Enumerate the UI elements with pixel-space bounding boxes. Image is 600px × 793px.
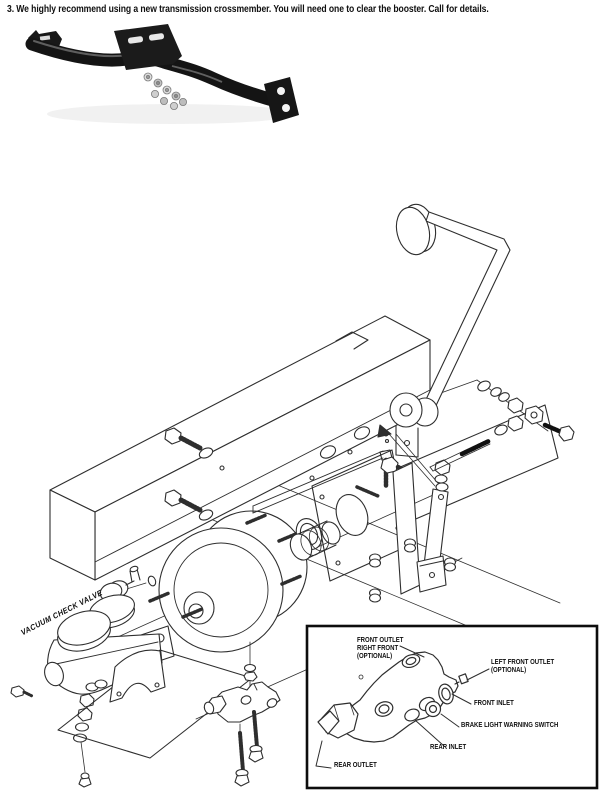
mount-hardware-column xyxy=(72,679,108,788)
booster-studs xyxy=(148,513,303,619)
pedal-support-strap xyxy=(416,459,451,593)
step-note: 3. We highly recommend using a new trans… xyxy=(7,4,489,15)
label-left-front-outlet: LEFT FRONT OUTLET (OPTIONAL) xyxy=(491,659,555,674)
tube-highlight xyxy=(33,40,129,58)
label-rear-outlet: REAR OUTLET xyxy=(334,762,377,769)
booster-front-shell xyxy=(158,527,284,653)
label-front-inlet: FRONT INLET xyxy=(474,700,514,707)
booster-spacer xyxy=(289,520,341,561)
pedal-pivot-drum xyxy=(389,392,423,428)
crossmember-right-plate xyxy=(264,77,299,123)
crossmember-hardware xyxy=(143,72,187,111)
brake-booster xyxy=(99,510,341,653)
combination-valve xyxy=(203,641,281,787)
photo-shadow xyxy=(47,104,297,124)
label-front-outlet: FRONT OUTLET RIGHT FRONT (OPTIONAL) xyxy=(357,637,404,660)
firewall-bracket-plates xyxy=(368,404,559,603)
label-brake-light-warning-switch: BRAKE LIGHT WARNING SWITCH xyxy=(461,722,559,729)
master-cylinder-snout xyxy=(44,661,64,687)
inset-detail-box xyxy=(305,624,599,790)
crossmember-photo xyxy=(25,24,299,124)
frame-rail xyxy=(49,315,431,581)
label-rear-inlet: REAR INLET xyxy=(430,744,467,751)
pointer-arrow xyxy=(377,424,392,438)
plate-nuts xyxy=(368,538,457,603)
booster-u-bracket xyxy=(109,649,166,703)
pivot-hardware xyxy=(429,380,575,472)
left-mounting-bolts xyxy=(164,427,393,521)
pedal-pad xyxy=(395,206,431,256)
valve-mounting-bolts xyxy=(234,710,264,787)
master-cylinder xyxy=(10,594,175,788)
inset-leader-lines xyxy=(315,645,490,769)
crossmember-center-bracket xyxy=(114,24,182,70)
reservoir-cap-front xyxy=(57,610,111,646)
brake-pedal xyxy=(377,203,511,458)
